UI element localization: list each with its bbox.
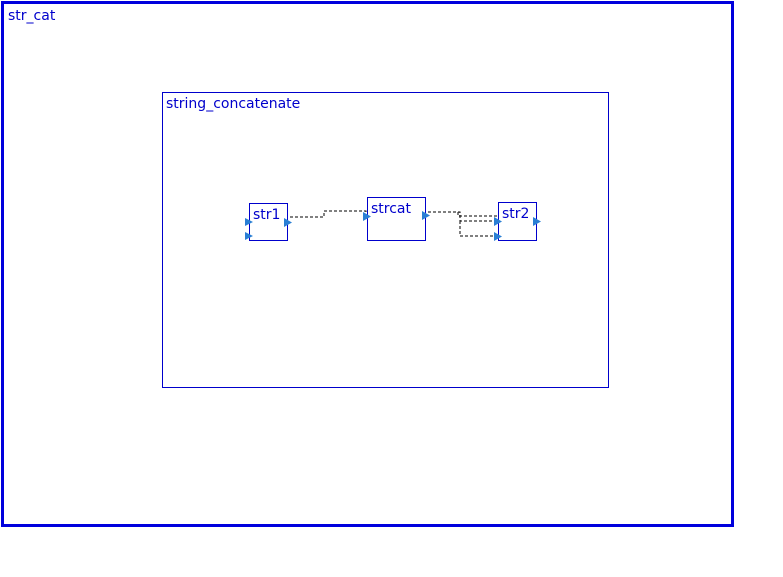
- outer-diagram-frame: [1, 1, 734, 527]
- outer-diagram-title: str_cat: [8, 8, 56, 24]
- block-str1-label: str1: [253, 207, 281, 223]
- superblock-title: string_concatenate: [166, 96, 301, 112]
- block-str2-label: str2: [502, 206, 530, 222]
- superblock-frame[interactable]: [162, 92, 609, 388]
- block-strcat-label: strcat: [371, 201, 411, 217]
